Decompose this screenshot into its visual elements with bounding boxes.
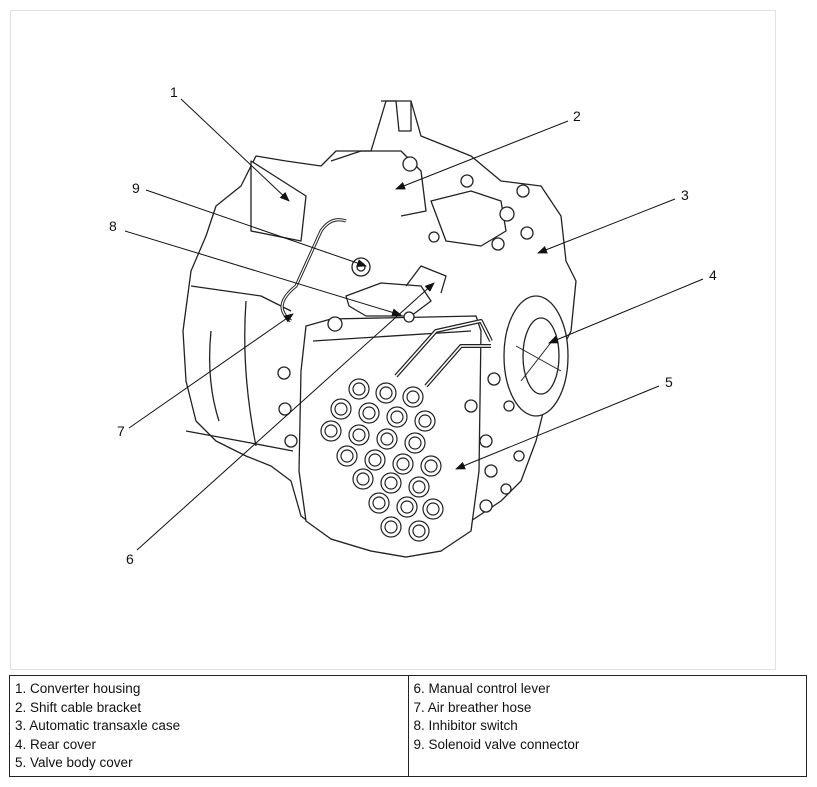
transaxle-drawing xyxy=(182,100,577,558)
leader-line-3 xyxy=(537,198,676,254)
callout-2: 2 xyxy=(573,108,581,124)
legend-item: 7. Air breather hose xyxy=(413,699,532,715)
legend-item: 2. Shift cable bracket xyxy=(15,699,142,715)
leader-line-1 xyxy=(180,98,290,202)
leader-line-5 xyxy=(455,385,660,470)
leader-line-8 xyxy=(124,230,402,317)
callout-8: 8 xyxy=(109,218,117,234)
callout-7: 7 xyxy=(117,423,125,439)
leader-line-4 xyxy=(548,278,704,344)
callout-9: 9 xyxy=(132,180,140,196)
legend-table: 1. Converter housing 2. Shift cable brac… xyxy=(9,675,807,777)
legend-item: 8. Inhibitor switch xyxy=(413,718,518,734)
callout-5: 5 xyxy=(665,374,673,390)
valve-body-ports xyxy=(320,378,444,542)
leader-line-7 xyxy=(128,313,294,429)
legend-column-left: 1. Converter housing 2. Shift cable brac… xyxy=(10,676,408,776)
leader-line-9 xyxy=(145,189,367,267)
callout-4: 4 xyxy=(709,267,717,283)
diagram-frame: 1 2 3 4 5 6 7 8 9 xyxy=(10,10,776,670)
legend-item: 9. Solenoid valve connector xyxy=(413,736,580,752)
legend-item: 1. Converter housing xyxy=(15,681,141,696)
leader-line-6 xyxy=(136,282,435,551)
legend-item: 3. Automatic transaxle case xyxy=(15,718,181,734)
legend-item: 4. Rear cover xyxy=(15,736,97,752)
leader-line-2 xyxy=(395,120,569,190)
callout-1: 1 xyxy=(170,84,178,100)
callout-6: 6 xyxy=(126,551,134,567)
legend-column-right: 6. Manual control lever 7. Air breather … xyxy=(407,676,807,776)
transaxle-illustration: 1 2 3 4 5 6 7 8 9 xyxy=(109,84,717,567)
legend-item: 6. Manual control lever xyxy=(413,681,551,696)
legend-item: 5. Valve body cover xyxy=(15,755,133,771)
callout-3: 3 xyxy=(681,187,689,203)
